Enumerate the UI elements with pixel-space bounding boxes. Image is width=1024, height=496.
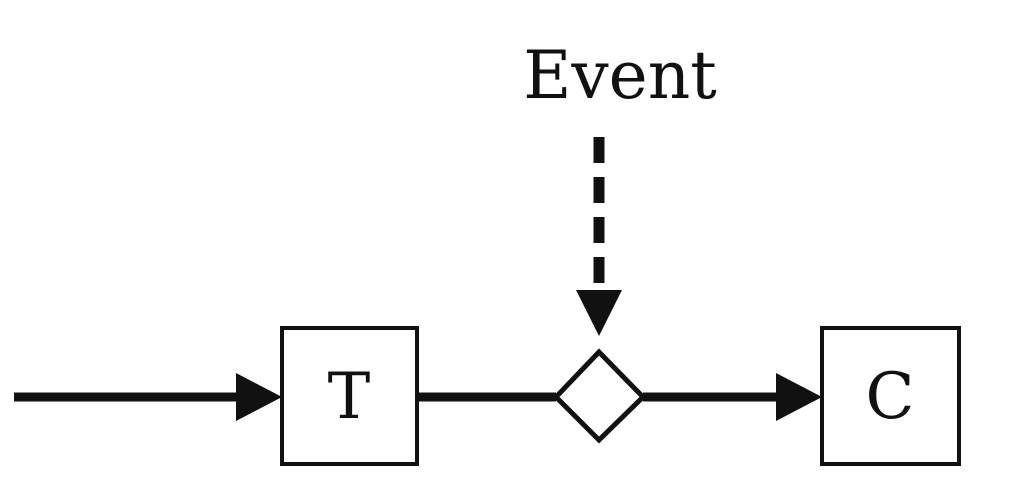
event-gateway-diamond — [552, 348, 647, 444]
event-label: Event — [523, 37, 717, 114]
node-t-box — [280, 326, 419, 466]
input-arrowhead — [236, 373, 282, 421]
node-c-box — [820, 326, 961, 466]
event-to-c-arrowhead — [776, 373, 822, 421]
node-t-label: T — [328, 360, 371, 434]
node-c-label: C — [866, 360, 915, 434]
event-arrowhead — [576, 290, 622, 336]
